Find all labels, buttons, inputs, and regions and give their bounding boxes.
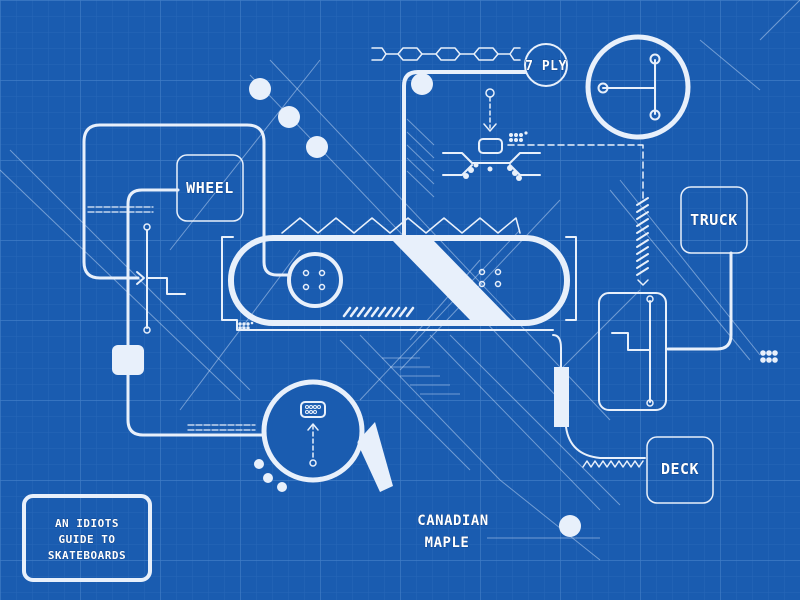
title-line-1: AN IDIOTS	[55, 517, 119, 530]
zigzag-deck	[582, 460, 644, 468]
connector-deck-lower	[565, 426, 646, 459]
hatch-truck	[636, 197, 649, 286]
dashed-connector	[639, 144, 644, 201]
dot-cluster-right	[760, 350, 778, 363]
title-box: AN IDIOTS GUIDE TO SKATEBOARDS	[22, 494, 152, 582]
material-label: CANADIAN MAPLE	[417, 513, 600, 551]
truck-circle-icon	[585, 34, 691, 140]
spec-dashes-left	[87, 206, 256, 431]
ply-label: 7 PLY	[525, 59, 567, 74]
truck-label: TRUCK	[690, 211, 738, 229]
wheel-axle-schematic	[136, 223, 186, 334]
connector-wheel-inner	[126, 188, 264, 437]
title-line-2: GUIDE TO	[59, 533, 116, 546]
truck-side-schematic	[598, 292, 667, 411]
deck-bracket-left	[221, 236, 554, 331]
dot-cluster-deck	[238, 321, 254, 330]
wheel-label-box: WHEEL	[176, 154, 244, 222]
hatch-lines-center	[382, 357, 460, 395]
dot-cluster	[509, 131, 528, 142]
title-line-3: SKATEBOARDS	[48, 549, 126, 562]
wheel-label: WHEEL	[186, 179, 234, 197]
connector-deck	[552, 334, 562, 369]
material-label-line1: CANADIAN	[417, 513, 488, 529]
zigzag-top	[281, 217, 521, 234]
hexagon-chain	[371, 47, 521, 61]
deck-label-box: DECK	[646, 436, 714, 504]
magnifier-icon	[254, 379, 393, 492]
wheel-outer-box	[82, 123, 140, 280]
dots-trio	[249, 78, 328, 158]
skateboard-deck	[228, 235, 570, 326]
material-label-line2: MAPLE	[425, 535, 470, 551]
truck-axle-schematic	[442, 88, 641, 181]
connector-wheel-outer	[98, 123, 292, 277]
ply-badge: 7 PLY	[524, 43, 568, 87]
connector-ply	[402, 70, 527, 237]
deck-bracket-right	[565, 236, 577, 321]
truck-label-box: TRUCK	[666, 186, 748, 351]
dot	[411, 73, 433, 95]
deck-label: DECK	[661, 460, 699, 478]
grip-block	[554, 367, 569, 427]
hatch-ply	[406, 118, 435, 198]
wheel-bearing-block	[112, 345, 144, 375]
